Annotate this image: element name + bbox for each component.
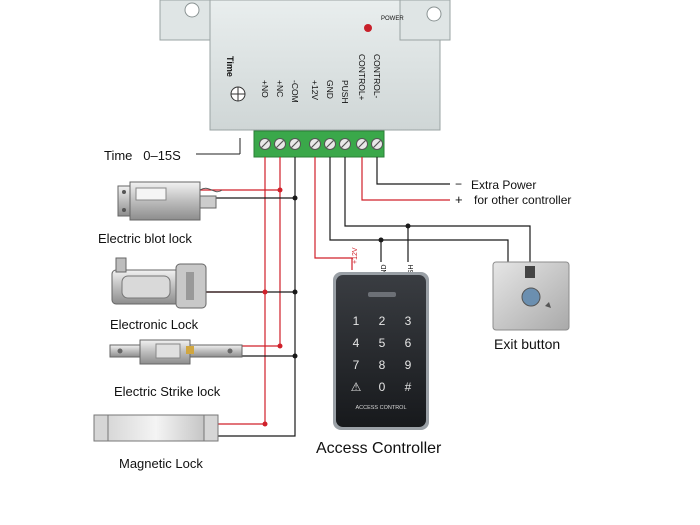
terminal-label: PUSH bbox=[340, 80, 350, 104]
terminal-label: CONTROL- bbox=[372, 54, 382, 99]
power-led-label: POWER bbox=[381, 16, 404, 22]
mounting-hole-left bbox=[184, 2, 200, 18]
keypad-key[interactable]: 3 bbox=[405, 314, 412, 328]
keypad-key[interactable]: # bbox=[405, 380, 412, 394]
screw-slot bbox=[291, 140, 299, 148]
mounting-hole-right bbox=[426, 6, 442, 22]
extra-power-plus: + bbox=[455, 192, 463, 207]
power-supply: POWER Time +NO +NC -COM +12V GND PUSH CONTROL+… bbox=[159, 0, 451, 131]
access-controller-keypad: 1 2 3 4 5 6 7 8 9 ⚠ 0 # ACCESS CONTROL bbox=[333, 272, 429, 430]
terminal-label: -COM bbox=[290, 80, 300, 103]
screw-slot bbox=[261, 140, 269, 148]
screw-slot bbox=[276, 140, 284, 148]
electric-bolt-lock-label: Electric blot lock bbox=[98, 231, 192, 246]
electronic-lock bbox=[111, 257, 207, 309]
exit-push-button[interactable] bbox=[521, 287, 541, 307]
keypad-key[interactable]: 4 bbox=[353, 336, 360, 350]
keypad-key[interactable]: 2 bbox=[379, 314, 386, 328]
time-range-label: Time 0–15S bbox=[104, 148, 181, 163]
screw-slot bbox=[311, 140, 319, 148]
keypad-key[interactable]: 6 bbox=[405, 336, 412, 350]
terminal-label: +NO bbox=[260, 80, 270, 98]
keypad-key[interactable]: 5 bbox=[379, 336, 386, 350]
time-label: Time bbox=[225, 56, 235, 77]
keypad-key[interactable]: ⚠ bbox=[351, 380, 362, 394]
wire-no-mag bbox=[218, 292, 266, 425]
keypad-wire-12v-label: +12V bbox=[352, 247, 359, 264]
keypad-key[interactable]: 1 bbox=[353, 314, 360, 328]
wire-nc bbox=[190, 157, 281, 191]
wiring bbox=[188, 138, 531, 437]
power-led bbox=[364, 24, 372, 32]
keypad-key[interactable]: 7 bbox=[353, 358, 360, 372]
exit-button bbox=[492, 261, 570, 331]
screw-slot bbox=[341, 140, 349, 148]
electric-strike-lock bbox=[109, 339, 243, 365]
electronic-lock-label: Electronic Lock bbox=[110, 317, 199, 332]
extra-power-line1: Extra Power bbox=[471, 178, 536, 192]
terminal-label: +12V bbox=[310, 80, 320, 100]
wire-push-exit bbox=[344, 157, 531, 262]
electric-strike-lock-label: Electric Strike lock bbox=[114, 384, 221, 399]
keypad-brand-text: ACCESS CONTROL bbox=[355, 405, 406, 411]
wire-12v bbox=[314, 157, 353, 270]
electric-bolt-lock bbox=[117, 181, 223, 221]
keypad-key[interactable]: 9 bbox=[405, 358, 412, 372]
screw-slot bbox=[373, 140, 381, 148]
terminal-labels: +NO +NC -COM +12V GND PUSH CONTROL+ CONTROL- bbox=[260, 54, 382, 104]
keypad-key[interactable]: 8 bbox=[379, 358, 386, 372]
screw-slot bbox=[358, 140, 366, 148]
wire-gnd-exit bbox=[329, 157, 509, 262]
keypad-led-bar bbox=[368, 292, 396, 297]
screw-slot bbox=[326, 140, 334, 148]
magnetic-lock-label: Magnetic Lock bbox=[119, 456, 203, 471]
terminal-label: CONTROL+ bbox=[357, 54, 367, 101]
access-controller-label: Access Controller bbox=[316, 440, 442, 457]
terminal-label: GND bbox=[325, 80, 335, 99]
terminal-label: +NC bbox=[275, 80, 285, 97]
wire-com bbox=[218, 157, 296, 437]
wire-control-minus bbox=[376, 157, 450, 185]
wire-nc-strike bbox=[240, 190, 281, 347]
exit-button-label: Exit button bbox=[494, 336, 560, 352]
extra-power-line2: for other controller bbox=[474, 193, 571, 207]
magnetic-lock bbox=[93, 414, 219, 442]
keypad-key[interactable]: 0 bbox=[379, 380, 386, 394]
wire-control-plus bbox=[361, 157, 450, 201]
extra-power-minus: − bbox=[455, 177, 462, 191]
terminal-block bbox=[253, 130, 385, 158]
